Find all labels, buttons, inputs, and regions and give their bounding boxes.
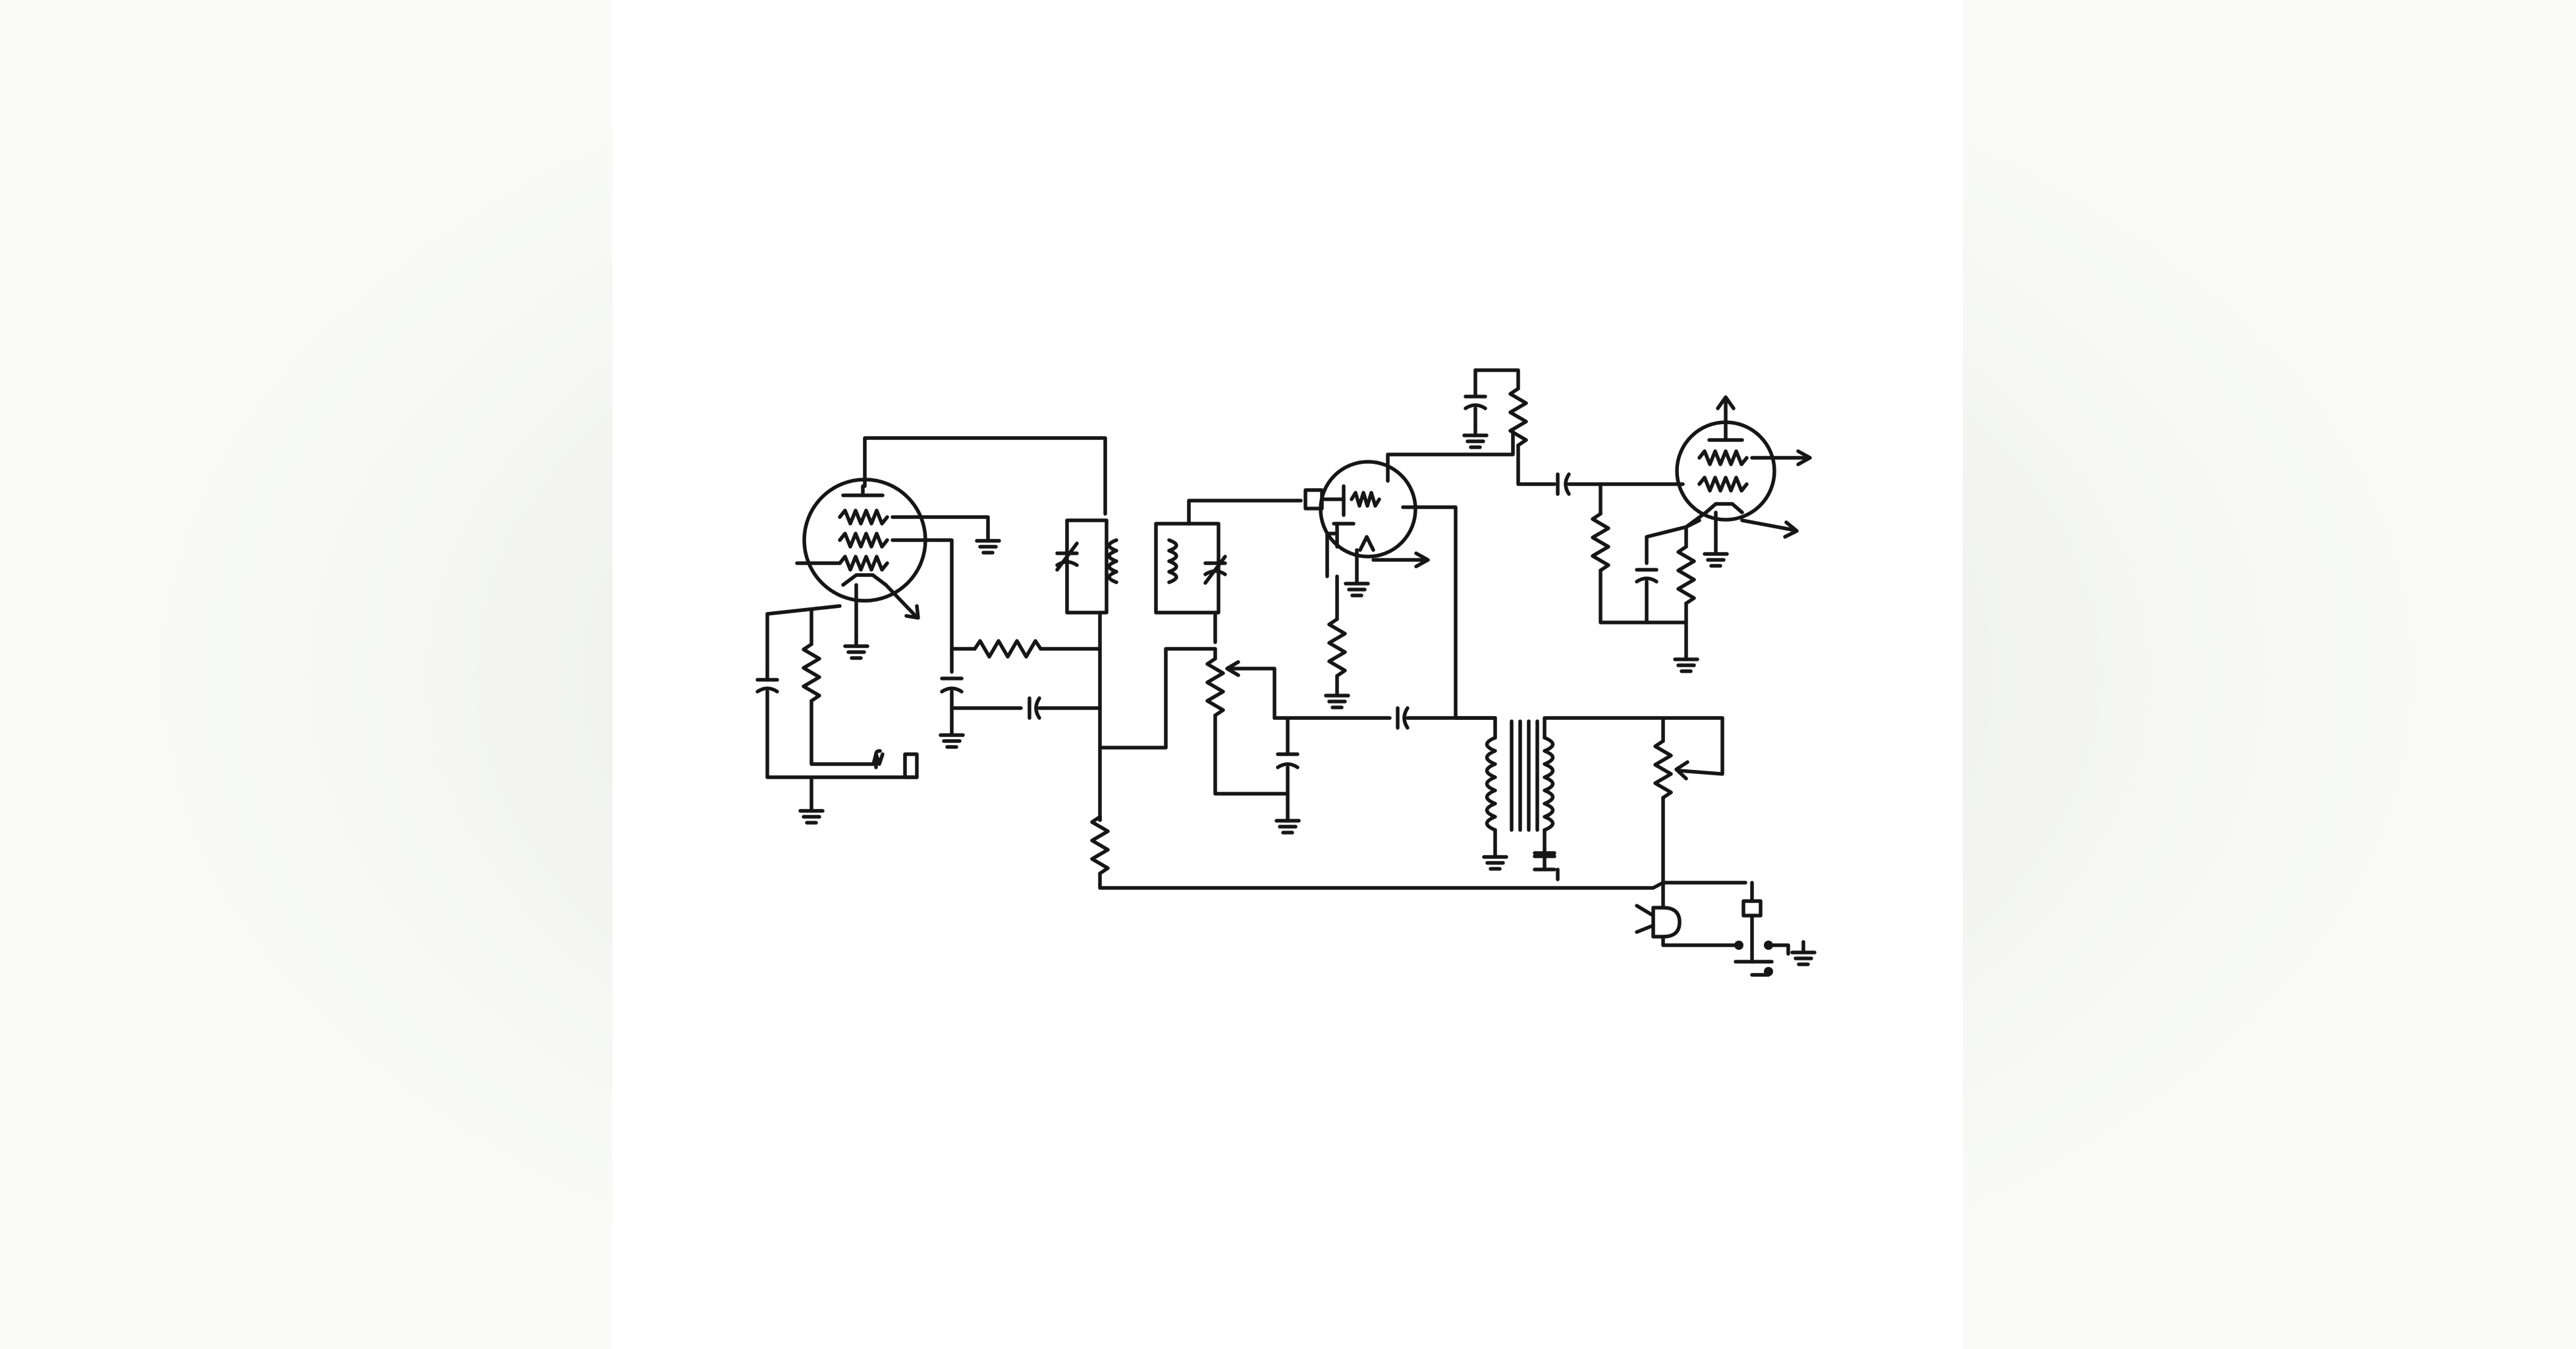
potentiometer-wiper [1230,667,1276,720]
arrow-head [1716,395,1736,410]
capacitor [1556,472,1571,496]
capacitor [1533,851,1556,871]
tuning-coil-2 [1154,522,1227,615]
diagram-canvas [613,0,1963,1349]
arrow-head [1225,660,1240,677]
ground-icon [941,725,963,747]
wire [765,604,842,667]
switch-hook [874,749,882,769]
capacitor [1276,752,1300,769]
potentiometer-wiper [1678,716,1724,776]
wire [1098,871,1747,890]
ground-icon [1675,649,1697,671]
arrow-head [1783,520,1799,539]
wire [1599,568,1688,624]
headphone-jack [1635,904,1682,939]
wire [863,436,1107,516]
resistor [1090,815,1110,875]
potentiometer [1205,657,1225,717]
wire [1213,713,1290,796]
capacitor [1028,696,1041,720]
jack-box [903,752,919,779]
switch [1734,881,1790,977]
ground-icon [977,530,999,553]
tuning-coil-1 [1055,518,1118,615]
wire [765,690,919,779]
arrow [884,583,918,618]
arrow-head [904,604,920,620]
ground-icon [1326,685,1348,707]
arrow-head [1796,449,1812,466]
resistor [973,639,1043,659]
wire [1401,505,1458,720]
arrow-head [1414,551,1430,568]
ground-icon [1705,543,1727,566]
wire [1684,518,1701,549]
arrow [1740,518,1797,532]
ground-icon [1276,810,1299,833]
wire [1516,443,1556,486]
resistor [1508,387,1528,447]
wire [1187,499,1303,526]
resistor [1591,512,1610,572]
capacitor [940,676,964,694]
capacitor [1464,395,1487,410]
capacitor [1635,568,1658,584]
wire [1325,532,1339,578]
capacitor [1396,706,1410,730]
wire [1645,510,1708,565]
potentiometer [1653,739,1673,800]
ground-icon [1484,846,1506,869]
wire [1473,368,1520,391]
wire [891,515,990,532]
ground-icon [845,636,867,658]
wire [809,699,885,766]
resistor [1327,617,1347,678]
wire [1386,429,1515,483]
audio-transformer [1454,716,1724,855]
resistor [802,642,821,703]
wire [1098,647,1217,750]
circuit-schematic [755,368,1963,977]
ground-icon [1464,425,1487,447]
resistor [1676,545,1696,605]
wire [891,538,954,651]
wire [1661,935,1741,947]
vacuum-tube-2 [1303,460,1417,559]
ground-icon [800,800,823,823]
arrow-head [1674,760,1689,781]
ground-icon [1346,573,1368,595]
ground-icon [1792,942,1815,964]
